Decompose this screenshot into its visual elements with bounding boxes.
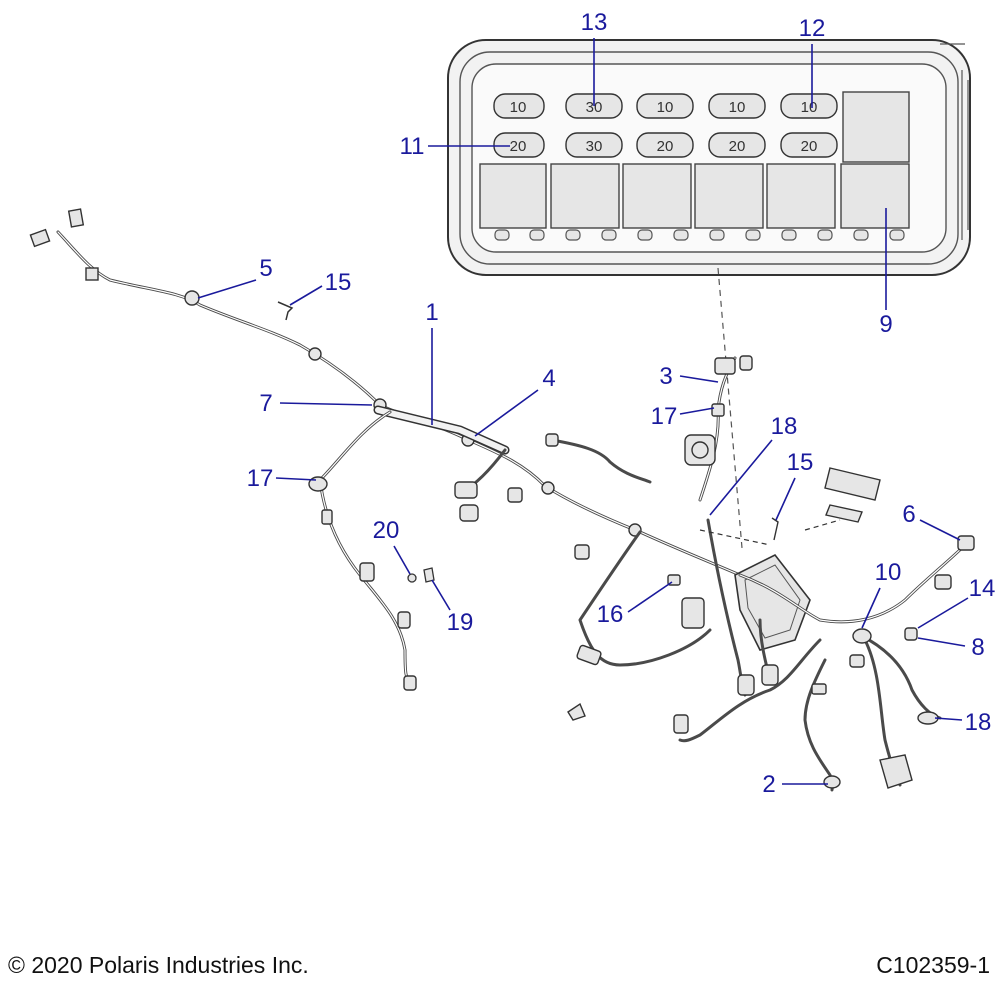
connector bbox=[567, 544, 705, 721]
callout-9: 9 bbox=[879, 311, 892, 338]
fuse-rating: 20 bbox=[510, 138, 527, 155]
callout-13: 13 bbox=[581, 9, 608, 36]
callout-19: 19 bbox=[447, 609, 474, 636]
fuse-rating: 10 bbox=[801, 99, 818, 116]
leader-line bbox=[393, 545, 411, 575]
callout-17: 17 bbox=[247, 465, 274, 492]
fuse-row-bottom: 20 30 20 20 20 bbox=[493, 132, 838, 158]
fuse-box-mount bbox=[734, 553, 811, 651]
callout-6: 6 bbox=[902, 501, 915, 528]
leader-line bbox=[775, 477, 796, 521]
copyright-notice: © 2020 Polaris Industries Inc. bbox=[8, 952, 309, 978]
fuse bbox=[493, 93, 545, 119]
relay bbox=[694, 163, 764, 229]
leader-line bbox=[197, 279, 257, 299]
leader-line bbox=[279, 402, 373, 406]
callout-12: 12 bbox=[799, 15, 826, 42]
connector bbox=[684, 355, 753, 466]
relay bbox=[842, 91, 910, 163]
relay bbox=[622, 163, 692, 229]
fuse-rating: 20 bbox=[657, 138, 674, 155]
callout-3: 3 bbox=[659, 363, 672, 390]
fuse bbox=[493, 132, 545, 158]
connector bbox=[29, 208, 99, 281]
leader-line bbox=[709, 439, 773, 516]
wiring-harness bbox=[29, 208, 975, 792]
callout-18: 18 bbox=[771, 413, 798, 440]
harness-clip bbox=[184, 290, 642, 537]
callout-15: 15 bbox=[325, 269, 352, 296]
fuse bbox=[565, 132, 623, 158]
fuse bbox=[636, 93, 694, 119]
callout-7: 7 bbox=[259, 390, 272, 417]
callout-1: 1 bbox=[425, 299, 438, 326]
callout-11: 11 bbox=[400, 133, 425, 160]
relay bbox=[840, 163, 910, 229]
leader-line bbox=[627, 581, 673, 613]
fuse bbox=[708, 93, 766, 119]
fuse-rating: 30 bbox=[586, 138, 603, 155]
leader-line bbox=[431, 579, 451, 611]
callout-5: 5 bbox=[259, 255, 272, 282]
fuse-rating: 20 bbox=[729, 138, 746, 155]
leader-line bbox=[917, 597, 969, 629]
relay bbox=[766, 163, 836, 229]
leader-line bbox=[934, 717, 963, 721]
callout-8: 8 bbox=[971, 634, 984, 661]
fuse-box-cover bbox=[824, 467, 881, 523]
callout-15: 15 bbox=[787, 449, 814, 476]
connector bbox=[545, 433, 559, 447]
leader-line bbox=[679, 375, 719, 383]
relay bbox=[550, 163, 620, 229]
callout-14: 14 bbox=[969, 575, 996, 602]
connector bbox=[454, 481, 523, 522]
fuse-rating: 10 bbox=[510, 99, 527, 116]
fuse-rating: 10 bbox=[657, 99, 674, 116]
leader-line bbox=[474, 389, 539, 437]
fuse bbox=[708, 132, 766, 158]
detail-projection-line bbox=[717, 267, 743, 549]
fuse bbox=[636, 132, 694, 158]
fuse bbox=[780, 93, 838, 119]
callout-20: 20 bbox=[373, 517, 400, 544]
callout-17: 17 bbox=[651, 403, 678, 430]
callouts: 1 2 3 4 5 6 7 8 9 10 11 12 13 bbox=[197, 9, 996, 798]
fuse-rating: 30 bbox=[586, 99, 603, 116]
relay bbox=[479, 163, 547, 229]
connector bbox=[737, 664, 779, 696]
connector bbox=[673, 535, 975, 789]
leader-line bbox=[679, 407, 715, 415]
connector bbox=[308, 476, 417, 691]
callout-4: 4 bbox=[542, 365, 555, 392]
callout-2: 2 bbox=[762, 771, 775, 798]
callout-10: 10 bbox=[875, 559, 902, 586]
fuse-box-detail: 10 30 10 10 10 20 30 20 20 20 bbox=[447, 39, 971, 276]
fuse-rating: 10 bbox=[729, 99, 746, 116]
grommet-20 bbox=[407, 573, 417, 583]
leader-line bbox=[919, 519, 961, 541]
leader-line bbox=[917, 637, 966, 647]
fuse bbox=[780, 132, 838, 158]
relay-row bbox=[479, 91, 910, 229]
fuse-rating: 20 bbox=[801, 138, 818, 155]
clip-19 bbox=[423, 567, 435, 583]
callout-16: 16 bbox=[597, 601, 624, 628]
leader-line bbox=[289, 285, 323, 306]
callout-18: 18 bbox=[965, 709, 992, 736]
leader-line bbox=[861, 587, 881, 629]
leader-line bbox=[275, 477, 317, 481]
diagram-code: C102359-1 bbox=[876, 952, 990, 978]
clip-15 bbox=[277, 301, 294, 321]
